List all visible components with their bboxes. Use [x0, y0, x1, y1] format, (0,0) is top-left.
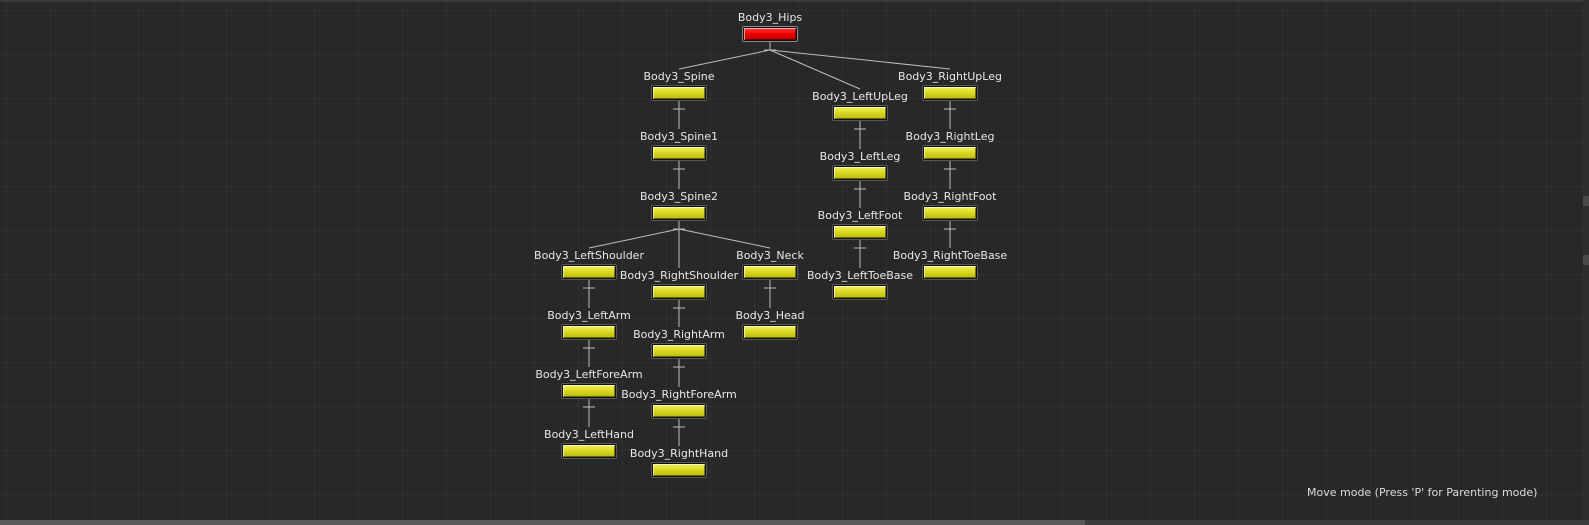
node-label: Body3_RightHand — [629, 447, 729, 460]
node-box[interactable] — [562, 444, 616, 458]
node-box[interactable] — [652, 146, 706, 160]
node-label: Body3_LeftLeg — [819, 150, 901, 163]
node-label: Body3_Hips — [737, 11, 803, 24]
node-box[interactable] — [743, 265, 797, 279]
node-label: Body3_LeftUpLeg — [812, 90, 908, 103]
node-label: Body3_Spine2 — [639, 190, 719, 203]
node-label: Body3_Head — [735, 309, 805, 322]
node-label: Body3_Spine — [643, 70, 715, 83]
node-box[interactable] — [923, 206, 977, 220]
node-label: Body3_LeftHand — [544, 428, 634, 441]
scrollbar-track[interactable] — [0, 520, 1085, 525]
node-label: Body3_LeftToeBase — [806, 269, 914, 282]
node-box[interactable] — [562, 325, 616, 339]
node-box[interactable] — [833, 106, 887, 120]
node-label: Body3_Spine1 — [639, 130, 719, 143]
node-box[interactable] — [652, 206, 706, 220]
node-label: Body3_RightForeArm — [621, 388, 737, 401]
horizontal-scrollbar[interactable] — [0, 520, 1589, 525]
node-box[interactable] — [743, 27, 797, 41]
node-box[interactable] — [923, 265, 977, 279]
node-label: Body3_Neck — [736, 249, 804, 262]
node-box[interactable] — [833, 225, 887, 239]
node-label: Body3_RightToeBase — [892, 249, 1008, 262]
node-box[interactable] — [743, 325, 797, 339]
vertical-scrollbar[interactable] — [1583, 0, 1589, 520]
node-label: Body3_LeftArm — [547, 309, 631, 322]
node-label: Body3_RightLeg — [905, 130, 995, 143]
node-label: Body3_RightFoot — [903, 190, 997, 203]
node-label: Body3_LeftShoulder — [534, 249, 644, 262]
node-label: Body3_LeftForeArm — [535, 368, 643, 381]
node-label: Body3_RightShoulder — [619, 269, 739, 282]
node-box[interactable] — [652, 404, 706, 418]
scrollbar-notch[interactable] — [1583, 196, 1589, 206]
node-box[interactable] — [652, 463, 706, 477]
node-label: Body3_LeftFoot — [817, 209, 903, 222]
node-box[interactable] — [652, 86, 706, 100]
node-box[interactable] — [652, 344, 706, 358]
node-box[interactable] — [923, 86, 977, 100]
node-box[interactable] — [833, 285, 887, 299]
node-box[interactable] — [833, 166, 887, 180]
scrollbar-notch[interactable] — [1583, 255, 1589, 265]
node-label: Body3_RightArm — [633, 328, 725, 341]
node-box[interactable] — [652, 285, 706, 299]
node-label: Body3_RightUpLeg — [898, 70, 1002, 83]
node-box[interactable] — [562, 265, 616, 279]
node-box[interactable] — [923, 146, 977, 160]
node-box[interactable] — [562, 384, 616, 398]
mode-status-text: Move mode (Press 'P' for Parenting mode) — [1307, 486, 1538, 499]
